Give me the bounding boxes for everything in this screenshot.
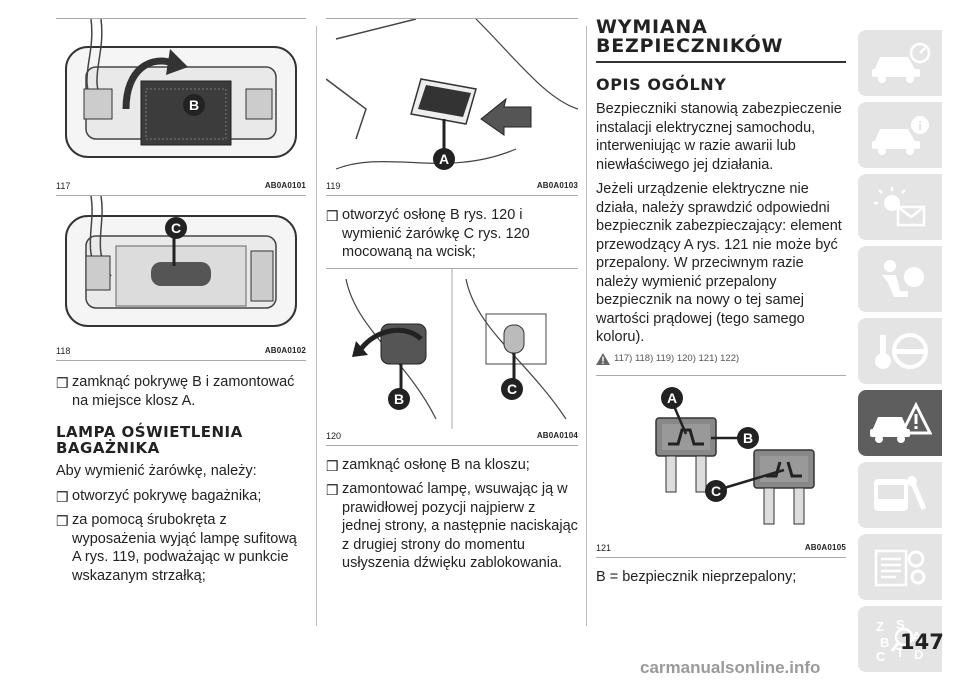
paragraph-fuse-check: Jeżeli urządzenie elektryczne nie działa… (596, 181, 842, 345)
column-2: A 119 AB0A0103 ❒ otworzyć osłonę B rys. … (326, 18, 578, 579)
figure-119-caption: 119 AB0A0103 (326, 179, 578, 196)
figure-117-illustration: B (65, 19, 297, 158)
figure-number: 119 (326, 181, 341, 191)
section-heading-trunk-lamp: LAMPA OŚWIETLENIA BAGAŻNIKA (56, 423, 243, 457)
technical-data-icon (874, 549, 926, 587)
figure-120-caption: 120 AB0A0104 (326, 429, 578, 446)
paragraph-fuses-purpose: Bezpieczniki stanowią zabezpieczenie ins… (596, 101, 842, 173)
car-dashboard-icon (872, 42, 931, 83)
figure-117: B 117 AB0A0101 (56, 18, 306, 196)
figure-117-callout: B (189, 97, 199, 113)
column-3: WYMIANA BEZPIECZNIKÓW OPIS OGÓLNY Bezpie… (596, 18, 846, 592)
watermark: carmanualsonline.info (640, 658, 821, 677)
figure-121-callout-c: C (711, 483, 721, 499)
bullet-text: zamknąć pokrywę B i zamontować na miejsc… (72, 374, 295, 409)
figure-120-callout-c: C (507, 381, 517, 397)
warning-lights-icon (874, 187, 926, 227)
bullet-close-cover: ❒ zamknąć pokrywę B i zamontować na miej… (56, 373, 306, 410)
intro-text: Aby wymienić żarówkę, należy: (56, 463, 257, 479)
checkbox-bullet-icon: ❒ (56, 488, 69, 505)
figure-code: AB0A0104 (536, 430, 578, 440)
figure-120-illustration: B C (345, 268, 567, 429)
figure-118: C 118 AB0A0102 (56, 196, 306, 361)
bullet-close-cover: ❒ zamknąć osłonę B na kloszu; (326, 456, 578, 475)
tab-car-dashboard[interactable] (858, 30, 942, 96)
fuse-legend-b: B = bezpiecznik nieprzepalony; (596, 568, 797, 585)
bullet-text: otworzyć pokrywę bagażnika; (72, 487, 262, 504)
checkbox-bullet-icon: ❒ (56, 513, 69, 529)
column-1: B 117 AB0A0101 C 118 AB0A0102 ❒ zamknąć (56, 18, 306, 591)
warning-references: 117) 118) 119) 120) 121) 122) (596, 352, 846, 365)
svg-text:T: T (896, 645, 904, 660)
checkbox-bullet-icon: ❒ (326, 482, 339, 498)
bullet-open-trunk: ❒ otworzyć pokrywę bagażnika; (56, 487, 306, 506)
figure-code: AB0A0101 (264, 181, 306, 190)
bullet-text: zamknąć osłonę B na kloszu; (342, 456, 530, 473)
column-divider-1 (316, 26, 317, 626)
bullet-open-cover-replace-bulb: ❒ otworzyć osłonę B rys. 120 i wymienić … (326, 206, 578, 262)
checkbox-bullet-icon: ❒ (326, 208, 339, 224)
figure-118-callout: C (171, 220, 181, 236)
checkbox-bullet-icon: ❒ (326, 457, 339, 474)
svg-text:i: i (918, 118, 922, 133)
warning-triangle-icon (596, 352, 610, 365)
figure-117-caption: 117 AB0A0101 (56, 179, 306, 196)
figure-121: A B C 121 AB0A0105 (596, 374, 846, 558)
checkbox-bullet-icon: ❒ (56, 375, 69, 391)
figure-number: 121 (596, 542, 612, 553)
figure-number: 118 (56, 346, 71, 356)
tab-key-steering[interactable] (858, 318, 942, 384)
warning-refs-text: 117) 118) 119) 120) 121) 122) (614, 353, 740, 364)
bullet-mount-lamp: ❒ zamontować lampę, wsuwając ją w prawid… (326, 480, 578, 573)
figure-code: AB0A0102 (264, 346, 306, 355)
page-number: 147 (900, 630, 944, 654)
svg-text:Z: Z (876, 619, 884, 634)
figure-121-callout-b: B (743, 430, 753, 446)
figure-number: 120 (326, 430, 342, 441)
svg-text:A: A (912, 629, 922, 644)
tab-airbag-seat[interactable] (858, 246, 942, 312)
figure-119-callout: A (439, 151, 449, 167)
figure-code: AB0A0103 (536, 181, 578, 190)
car-info-icon: i (872, 116, 929, 155)
figure-118-illustration: C (65, 196, 297, 327)
page-title: WYMIANA BEZPIECZNIKÓW (596, 18, 846, 63)
figure-120-callout-b: B (394, 391, 404, 407)
section-subtitle: OPIS OGÓLNY (596, 75, 727, 94)
figure-121-callout-a: A (667, 390, 677, 406)
tab-car-emergency[interactable] (858, 390, 942, 456)
tab-warning-lights[interactable] (858, 174, 942, 240)
svg-text:D: D (914, 647, 923, 662)
svg-text:B: B (880, 635, 889, 650)
figure-119: A 119 AB0A0103 (326, 18, 578, 196)
bullet-text: otworzyć osłonę B rys. 120 i wymienić ża… (342, 207, 530, 260)
tab-car-info[interactable]: i (858, 102, 942, 168)
figure-120: B C 120 AB0A0104 (326, 267, 578, 446)
bullet-text: za pomocą śrubokręta z wyposażenia wyjąć… (72, 512, 297, 584)
figure-121-illustration: A B C (655, 386, 815, 524)
figure-118-caption: 118 AB0A0102 (56, 344, 306, 361)
key-steering-icon (875, 333, 928, 369)
figure-code: AB0A0105 (804, 542, 846, 552)
chapter-sidebar: i (858, 30, 942, 678)
bullet-remove-lamp: ❒ za pomocą śrubokręta z wyposażenia wyj… (56, 511, 306, 585)
figure-121-caption: 121 AB0A0105 (596, 541, 846, 558)
svg-text:S: S (896, 617, 905, 632)
figure-119-illustration: A (326, 19, 578, 170)
column-divider-2 (586, 26, 587, 626)
tab-technical-data[interactable] (858, 534, 942, 600)
bullet-text: zamontować lampę, wsuwając ją w prawidło… (342, 481, 578, 571)
figure-number: 117 (56, 181, 71, 191)
tab-car-maintenance[interactable] (858, 462, 942, 528)
car-maintenance-icon (874, 476, 927, 511)
car-emergency-icon (870, 401, 932, 443)
airbag-seat-icon (882, 260, 924, 297)
svg-text:C: C (876, 649, 886, 663)
